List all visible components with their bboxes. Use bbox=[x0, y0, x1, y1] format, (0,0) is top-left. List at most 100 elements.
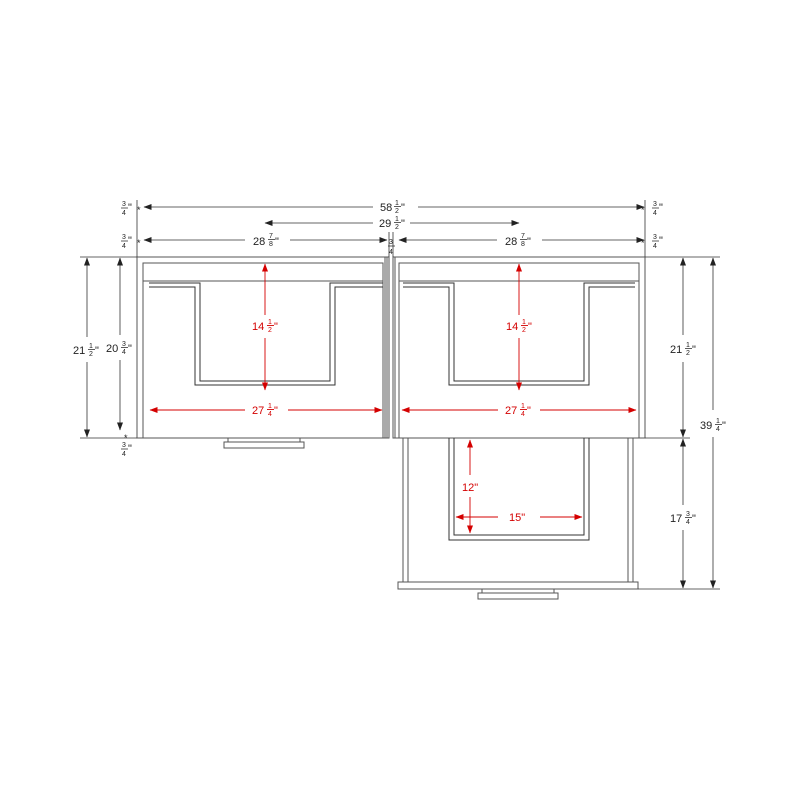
svg-text:": " bbox=[527, 405, 531, 417]
lower-cabinet bbox=[397, 437, 639, 600]
svg-text:21: 21 bbox=[73, 345, 85, 357]
svg-text:": " bbox=[274, 405, 278, 417]
svg-text:3: 3 bbox=[122, 201, 126, 208]
dimension-right-depth: 21 1 2 " bbox=[670, 257, 696, 438]
lower-drawer-inner bbox=[453, 438, 585, 536]
left-drawer-handle[interactable] bbox=[227, 437, 301, 443]
svg-text:7: 7 bbox=[521, 233, 525, 240]
svg-text:3: 3 bbox=[389, 239, 393, 246]
svg-text:": " bbox=[527, 236, 531, 248]
svg-text:28: 28 bbox=[253, 236, 265, 248]
svg-text:": " bbox=[692, 513, 696, 525]
svg-text:": " bbox=[528, 321, 532, 333]
svg-text:2: 2 bbox=[686, 350, 690, 357]
svg-text:*: * bbox=[124, 433, 128, 443]
svg-text:3: 3 bbox=[122, 234, 126, 241]
svg-text:1: 1 bbox=[89, 343, 93, 350]
dimension-overall-depth: 39 1 4 " bbox=[700, 257, 726, 589]
svg-text:8: 8 bbox=[269, 241, 273, 248]
svg-text:": " bbox=[659, 235, 663, 247]
svg-text:2: 2 bbox=[522, 327, 526, 334]
svg-text:12": 12" bbox=[462, 482, 478, 494]
lower-cabinet-body bbox=[402, 437, 634, 583]
dimension-upper-width: 29 1 2 " bbox=[264, 216, 520, 231]
svg-text:4: 4 bbox=[268, 411, 272, 418]
svg-text:14: 14 bbox=[506, 321, 518, 333]
dimension-left-depth: 21 1 2 " bbox=[73, 257, 99, 438]
left-cabinet bbox=[136, 256, 390, 449]
svg-text:4: 4 bbox=[122, 349, 126, 356]
svg-text:4: 4 bbox=[389, 249, 393, 256]
svg-text:": " bbox=[401, 218, 405, 230]
red-dim-lower-drawer-depth: 12" bbox=[462, 439, 478, 534]
red-dim-right-drawer-depth: 14 1 2 " bbox=[506, 263, 532, 391]
svg-text:*: * bbox=[641, 205, 645, 215]
svg-text:": " bbox=[128, 443, 132, 455]
red-dim-lower-drawer-width: 15" bbox=[455, 512, 583, 524]
svg-text:39: 39 bbox=[700, 420, 712, 432]
svg-text:": " bbox=[659, 202, 663, 214]
svg-text:1: 1 bbox=[395, 200, 399, 207]
svg-text:4: 4 bbox=[122, 451, 126, 458]
svg-text:27: 27 bbox=[252, 405, 264, 417]
panel-thickness-center: 3 4 bbox=[388, 239, 395, 256]
panel-thickness-bottom-left: * 3 4 " bbox=[121, 433, 132, 458]
left-drawer-handle-plate bbox=[223, 441, 305, 449]
dimension-right-width: 28 7 8 " bbox=[398, 233, 645, 248]
panel-thickness-left-mid: 3 4 " * bbox=[121, 234, 141, 250]
left-drawer-outer bbox=[149, 286, 383, 386]
svg-text:3: 3 bbox=[122, 442, 126, 449]
red-dim-right-drawer-width: 27 1 4 " bbox=[401, 403, 637, 418]
svg-text:2: 2 bbox=[268, 327, 272, 334]
svg-text:17: 17 bbox=[670, 513, 682, 525]
svg-text:": " bbox=[128, 235, 132, 247]
svg-text:": " bbox=[95, 345, 99, 357]
svg-text:4: 4 bbox=[122, 210, 126, 217]
svg-text:": " bbox=[128, 202, 132, 214]
svg-text:1: 1 bbox=[268, 319, 272, 326]
svg-text:20: 20 bbox=[106, 343, 118, 355]
svg-text:*: * bbox=[641, 238, 645, 248]
svg-text:": " bbox=[692, 344, 696, 356]
dim-29-whole: 29 bbox=[379, 218, 391, 230]
svg-text:3: 3 bbox=[653, 234, 657, 241]
svg-text:*: * bbox=[137, 205, 141, 215]
svg-text:": " bbox=[401, 202, 405, 214]
svg-text:*: * bbox=[137, 238, 141, 248]
svg-text:4: 4 bbox=[716, 426, 720, 433]
svg-text:1: 1 bbox=[395, 216, 399, 223]
lower-drawer-handle[interactable] bbox=[481, 588, 555, 594]
svg-text:2: 2 bbox=[89, 351, 93, 358]
panel-thickness-right-mid: * 3 4 " bbox=[641, 234, 663, 250]
dimension-left-inner-depth: 20 3 4 " bbox=[106, 257, 132, 431]
svg-text:2: 2 bbox=[395, 208, 399, 215]
left-drawer-inner bbox=[149, 282, 383, 382]
svg-text:4: 4 bbox=[122, 243, 126, 250]
panel-thickness-right-top: * 3 4 " bbox=[641, 201, 663, 217]
panel-thickness-left-top: 3 4 " * bbox=[121, 201, 141, 217]
svg-text:4: 4 bbox=[653, 210, 657, 217]
red-dim-left-drawer-depth: 14 1 2 " bbox=[252, 263, 278, 391]
svg-text:3: 3 bbox=[686, 511, 690, 518]
svg-text:4: 4 bbox=[653, 243, 657, 250]
svg-text:3: 3 bbox=[122, 341, 126, 348]
svg-text:7: 7 bbox=[269, 233, 273, 240]
svg-text:4: 4 bbox=[521, 411, 525, 418]
svg-text:3: 3 bbox=[653, 201, 657, 208]
center-divider bbox=[384, 257, 396, 438]
svg-text:1: 1 bbox=[522, 319, 526, 326]
lower-drawer-handle-plate bbox=[477, 592, 559, 600]
svg-text:": " bbox=[722, 420, 726, 432]
svg-text:": " bbox=[274, 321, 278, 333]
svg-text:15": 15" bbox=[509, 512, 525, 524]
svg-text:": " bbox=[275, 236, 279, 248]
extension-lines bbox=[80, 200, 720, 590]
svg-text:8: 8 bbox=[521, 241, 525, 248]
dim-58-whole: 58 bbox=[380, 202, 392, 214]
red-dim-left-drawer-width: 27 1 4 " bbox=[149, 403, 383, 418]
svg-text:1: 1 bbox=[686, 342, 690, 349]
svg-text:": " bbox=[128, 343, 132, 355]
svg-text:1: 1 bbox=[716, 418, 720, 425]
dimension-lower-depth: 17 3 4 " bbox=[670, 438, 696, 589]
